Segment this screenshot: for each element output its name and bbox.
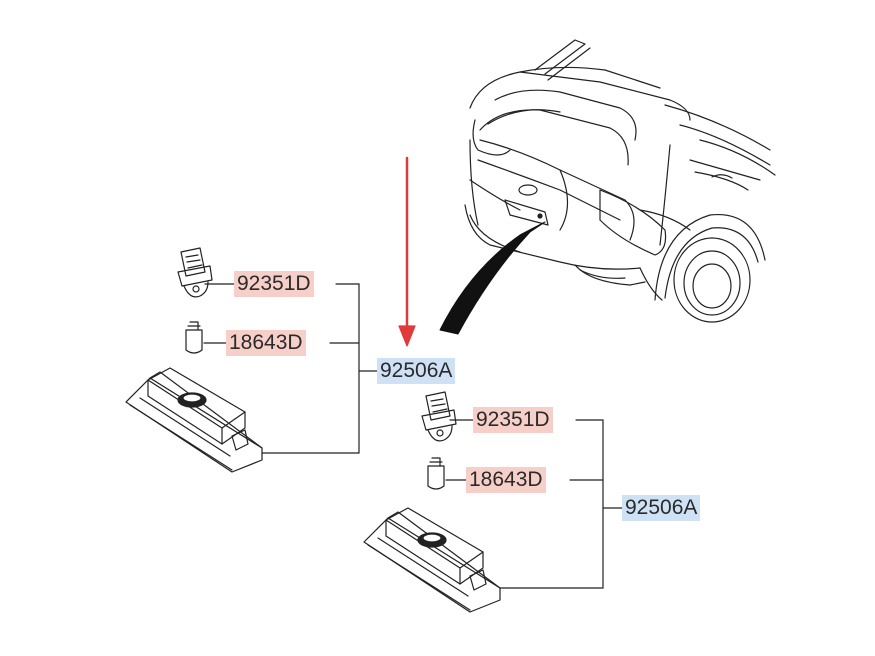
license-lamp-icon-lower <box>363 507 501 613</box>
socket-icon-lower <box>421 391 457 442</box>
red-arrow-icon <box>398 156 416 347</box>
license-lamp-icon-upper <box>125 367 263 473</box>
leader-lines-lower <box>445 419 625 589</box>
callout-socket-upper[interactable]: 92351D <box>234 271 314 297</box>
callout-assembly-lower[interactable]: 92506A <box>622 495 701 521</box>
vehicle-illustration <box>464 39 776 323</box>
callout-assembly-upper[interactable]: 92506A <box>377 358 456 384</box>
location-pointer-wedge <box>439 221 546 335</box>
callout-socket-lower[interactable]: 92351D <box>473 407 553 433</box>
bulb-icon-lower <box>427 457 445 490</box>
callout-bulb-lower[interactable]: 18643D <box>466 467 546 493</box>
leader-lines-upper <box>203 283 381 454</box>
bulb-icon-upper <box>185 321 203 354</box>
callout-bulb-upper[interactable]: 18643D <box>226 330 306 356</box>
socket-icon-upper <box>177 247 213 298</box>
